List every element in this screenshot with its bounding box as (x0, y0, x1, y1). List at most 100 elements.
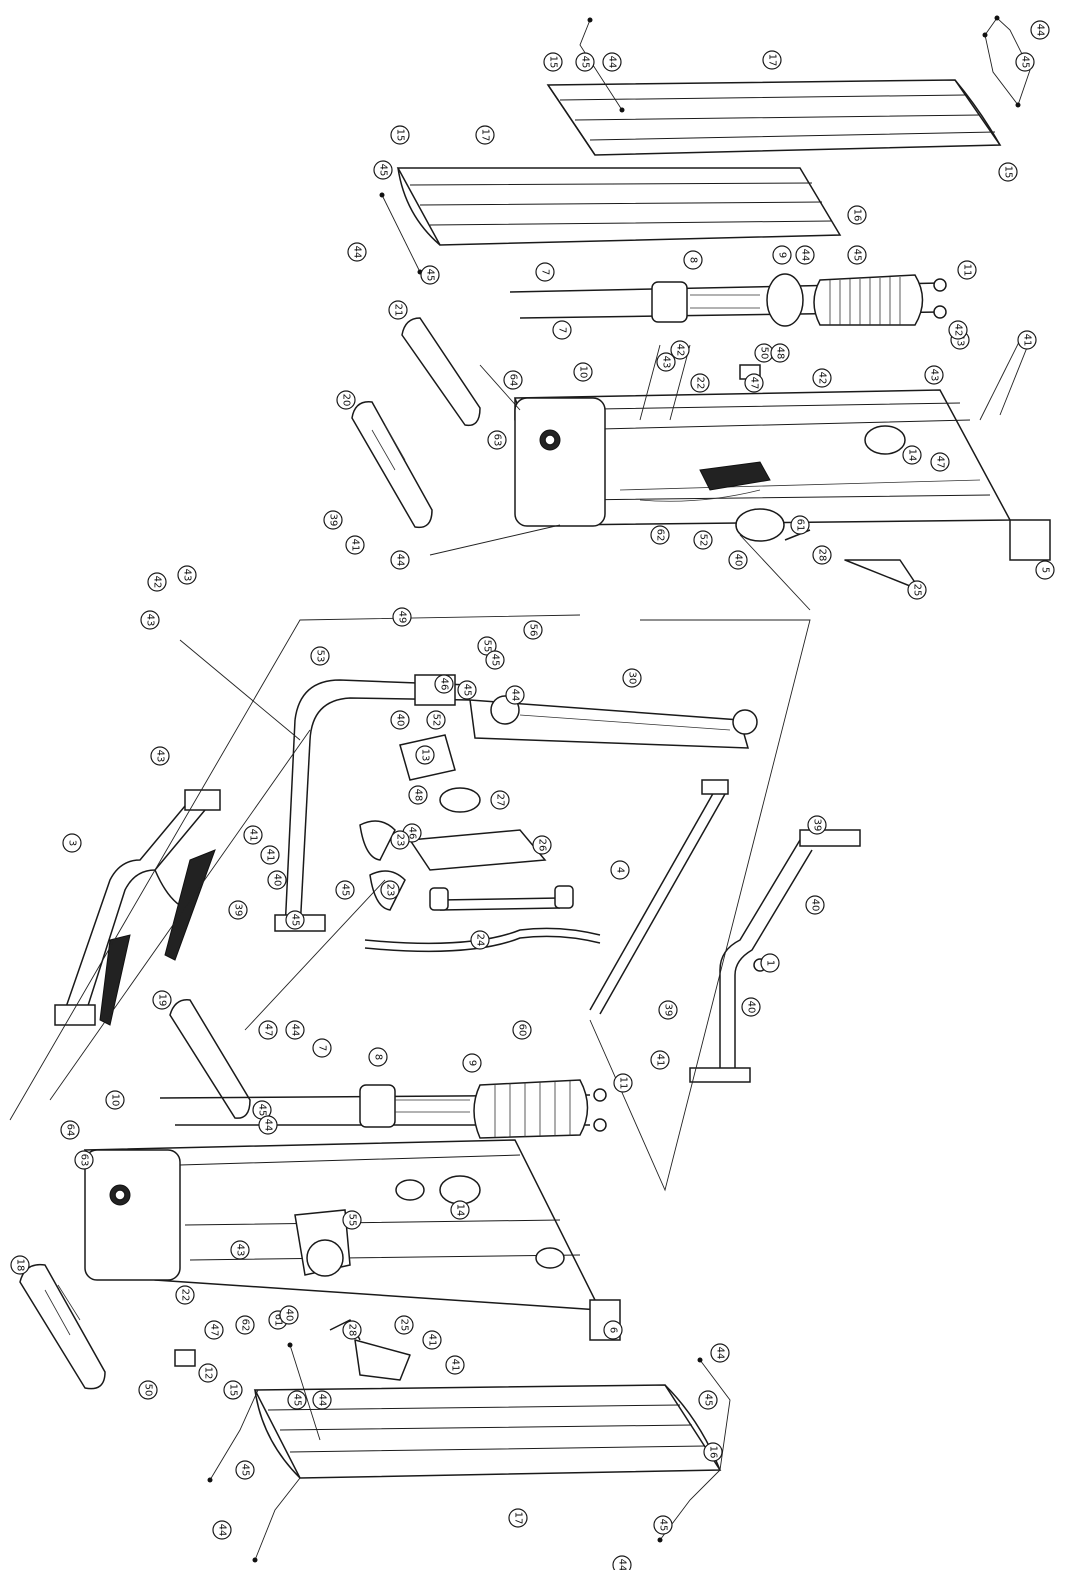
callout-circle (535, 262, 555, 282)
callout-number: 42 (953, 324, 964, 337)
callout-number: 50 (143, 1384, 154, 1397)
callout-number: 16 (708, 1446, 719, 1459)
callout-circle (390, 710, 410, 730)
callout-circle (902, 445, 922, 465)
callout-b124: 45 (653, 1515, 673, 1535)
callout-b125: 44 (612, 1555, 632, 1570)
callout-b3: 15 (543, 52, 563, 72)
callout-number: 43 (145, 614, 156, 627)
callout-circle (462, 1053, 482, 1073)
callout-number: 44 (352, 246, 363, 259)
callout-circle (670, 340, 690, 360)
callout-b101: 55 (342, 1210, 362, 1230)
callout-b69: 3 (62, 833, 82, 853)
callout-number: 41 (655, 1054, 666, 1067)
callout-circle (1035, 560, 1055, 580)
callout-b42: 40 (728, 550, 748, 570)
callout-b19: 11 (957, 260, 977, 280)
callout-b72: 41 (260, 845, 280, 865)
callout-circle (150, 746, 170, 766)
callout-b121: 16 (703, 1442, 723, 1462)
left-tower-frame (83, 1139, 621, 1341)
callout-circle (658, 1000, 678, 1020)
callout-b107: 12 (198, 1363, 218, 1383)
callout-b45: 5 (1035, 560, 1055, 580)
callout-b109: 40 (279, 1305, 299, 1325)
callout-number: 15 (548, 56, 559, 69)
callout-circle (470, 930, 490, 950)
pad-19 (169, 999, 251, 1119)
callout-number: 44 (1035, 24, 1046, 37)
callout-circle (394, 1315, 414, 1335)
callout-b62: 52 (426, 710, 446, 730)
callout-circle (603, 1320, 623, 1340)
callout-number: 63 (79, 1154, 90, 1167)
callout-circle (1017, 330, 1037, 350)
callout-circle (683, 250, 703, 270)
callout-circle (230, 1240, 250, 1260)
callout-number: 47 (935, 456, 946, 469)
callout-circle (347, 242, 367, 262)
callout-b40: 62 (650, 525, 670, 545)
callout-circle (812, 368, 832, 388)
callout-number: 42 (152, 576, 163, 589)
callout-number: 22 (695, 377, 706, 390)
callout-b105: 62 (235, 1315, 255, 1335)
callout-number: 11 (618, 1077, 629, 1090)
callout-circle (285, 1020, 305, 1040)
callout-number: 7 (317, 1045, 328, 1051)
callout-b122: 17 (508, 1508, 528, 1528)
callout-circle (487, 430, 507, 450)
callout-number: 55 (347, 1214, 358, 1227)
callout-b90: 11 (613, 1073, 633, 1093)
callout-circle (74, 1150, 94, 1170)
callout-number: 17 (480, 129, 491, 142)
callout-b21: 21 (388, 300, 408, 320)
callout-b28: 50 (754, 343, 774, 363)
callout-circle (235, 1460, 255, 1480)
upper-shroud-panel (546, 79, 1002, 156)
callout-number: 45 (292, 1394, 303, 1407)
callout-circle (408, 785, 428, 805)
callout-number: 43 (929, 369, 940, 382)
callout-number: 45 (425, 269, 436, 282)
callout-b70: 41 (243, 825, 263, 845)
callout-b110: 28 (342, 1320, 362, 1340)
callout-b55: 45 (485, 650, 505, 670)
callout-number: 64 (65, 1124, 76, 1137)
callout-circle (847, 245, 867, 265)
callout-circle (342, 1210, 362, 1230)
callout-b31: 47 (744, 373, 764, 393)
left-weight-stack (159, 1079, 607, 1139)
callout-number: 45 (240, 1464, 251, 1477)
callout-b59: 44 (505, 685, 525, 705)
callout-b93: 41 (650, 1050, 670, 1070)
right-weight-stack (509, 273, 947, 327)
callout-circle (287, 1390, 307, 1410)
callout-b104: 47 (204, 1320, 224, 1340)
callout-number: 41 (450, 1359, 461, 1372)
callout-b24: 63 (487, 430, 507, 450)
callout-circle (323, 510, 343, 530)
callout-number: 48 (775, 347, 786, 360)
callout-number: 44 (317, 1394, 328, 1407)
callout-number: 8 (688, 257, 699, 263)
callout-b23: 64 (503, 370, 523, 390)
callout-b51: 43 (140, 610, 160, 630)
callout-b53: 53 (310, 646, 330, 666)
callout-circle (812, 545, 832, 565)
callout-number: 47 (263, 1024, 274, 1037)
callout-b30: 22 (690, 373, 710, 393)
callout-b116: 45 (287, 1390, 307, 1410)
callout-circle (907, 580, 927, 600)
fastener-chain-top-right (379, 15, 1031, 275)
callout-b10: 45 (373, 160, 393, 180)
callout-number: 28 (817, 549, 828, 562)
callout-b117: 44 (312, 1390, 332, 1410)
callout-number: 10 (578, 366, 589, 379)
callout-circle (744, 373, 764, 393)
callout-number: 8 (373, 1054, 384, 1060)
callout-b5: 44 (602, 52, 622, 72)
callout-number: 46 (439, 678, 450, 691)
callout-b7: 15 (998, 162, 1018, 182)
